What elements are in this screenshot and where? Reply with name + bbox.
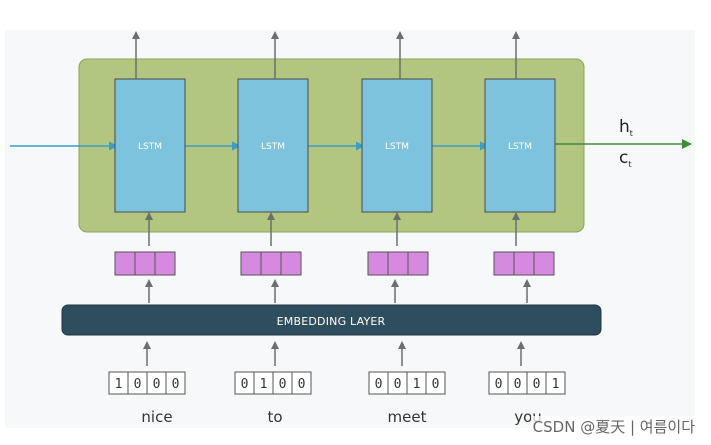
lstm-cell-label: LSTM [261, 142, 285, 152]
onehot-bit: 0 [394, 377, 402, 392]
onehot-bit: 1 [260, 377, 268, 392]
output-h-label: ht [619, 117, 633, 138]
lstm-cell-3: LSTM [361, 78, 433, 213]
embedding-vector-2 [240, 251, 302, 276]
onehot-bit: 0 [432, 377, 440, 392]
onehot-vector-to: 0 1 0 0 [234, 371, 312, 395]
onehot-bit: 0 [298, 377, 306, 392]
embedding-vector-3 [367, 251, 429, 276]
onehot-bit: 0 [172, 377, 180, 392]
onehot-bit: 0 [241, 377, 249, 392]
onehot-bit: 0 [134, 377, 142, 392]
lstm-cell-label: LSTM [508, 142, 532, 152]
output-c-label: ct [619, 148, 632, 169]
onehot-bit: 1 [413, 377, 421, 392]
lstm-cell-1: LSTM [114, 78, 186, 213]
onehot-bit: 0 [375, 377, 383, 392]
onehot-vector-nice: 1 0 0 0 [108, 371, 186, 395]
input-word: to [267, 408, 282, 426]
onehot-bit: 0 [279, 377, 287, 392]
onehot-bit: 0 [514, 377, 522, 392]
onehot-bit: 0 [533, 377, 541, 392]
lstm-cell-label: LSTM [138, 142, 162, 152]
embedding-vector-1 [114, 251, 176, 276]
lstm-cell-4: LSTM [484, 78, 556, 213]
onehot-vector-you: 0 0 0 1 [488, 371, 566, 395]
lstm-cell-2: LSTM [237, 78, 309, 213]
onehot-bit: 0 [153, 377, 161, 392]
embedding-layer: EMBEDDING LAYER [61, 304, 602, 336]
embedding-vector-4 [493, 251, 555, 276]
embedding-layer-label: EMBEDDING LAYER [277, 315, 386, 328]
watermark: CSDN @夏天 | 여름이다 [530, 416, 697, 437]
onehot-bit: 1 [552, 377, 560, 392]
onehot-bit: 1 [115, 377, 123, 392]
onehot-bit: 0 [495, 377, 503, 392]
input-word: meet [388, 408, 427, 426]
lstm-cell-label: LSTM [385, 142, 409, 152]
onehot-vector-meet: 0 0 1 0 [368, 371, 446, 395]
input-word: nice [141, 408, 172, 426]
